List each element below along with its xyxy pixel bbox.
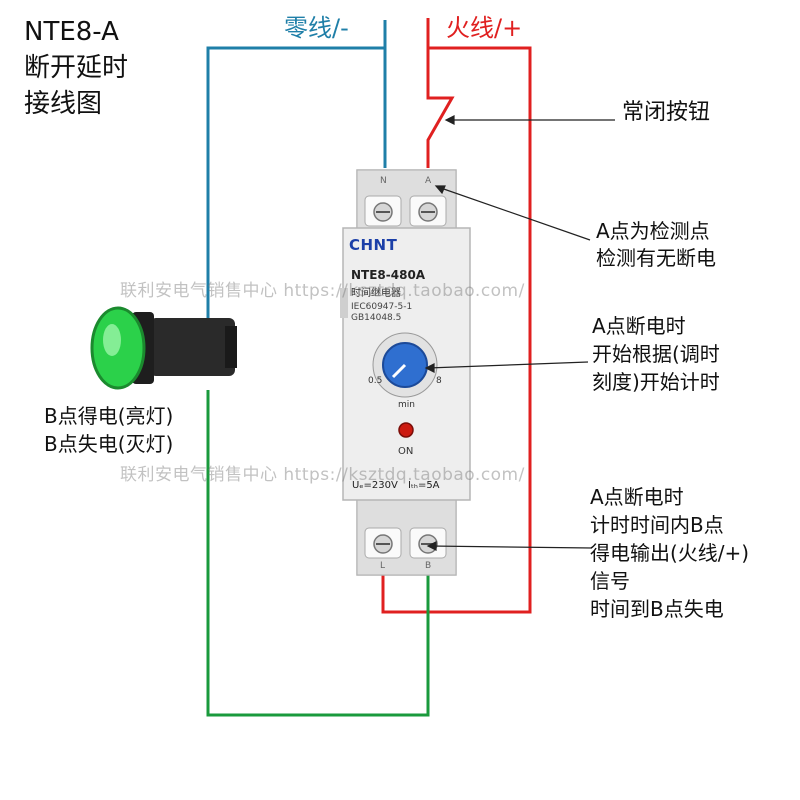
note-a-cut-line1: A点断电时 bbox=[592, 314, 686, 338]
dial-min-mark: 0.5 bbox=[368, 376, 383, 386]
terminal-b-label: B bbox=[425, 561, 432, 571]
on-label: ON bbox=[398, 446, 414, 457]
device-brand: CHNT bbox=[349, 236, 398, 254]
device-type: 时间继电器 bbox=[351, 288, 401, 299]
time-relay-device bbox=[340, 169, 471, 576]
note-a-point-line1: A点为检测点 bbox=[596, 219, 710, 243]
live-wire bbox=[381, 18, 532, 614]
terminal-a-label: A bbox=[425, 176, 432, 186]
device-model: NTE8-480A bbox=[351, 268, 426, 282]
annotation-pointers bbox=[424, 115, 615, 551]
note-b-output-line3: 得电输出(火线/+) bbox=[590, 541, 750, 565]
watermark-bottom: 联利安电气销售中心 https://ksztdq.taobao.com/ bbox=[120, 465, 525, 485]
neutral-wire-label: 零线/- bbox=[284, 14, 349, 42]
lamp-note-line2: B点失电(灭灯) bbox=[44, 432, 174, 456]
terminal-n-label: N bbox=[380, 176, 387, 186]
device-standard-2: GB14048.5 bbox=[351, 313, 402, 323]
lamp-note-line1: B点得电(亮灯) bbox=[44, 404, 174, 428]
note-b-output-line4: 信号 bbox=[590, 569, 630, 593]
note-b-output-line5: 时间到B点失电 bbox=[590, 597, 724, 621]
note-b-output-line1: A点断电时 bbox=[590, 485, 684, 509]
device-standard-1: IEC60947-5-1 bbox=[351, 302, 413, 312]
note-a-cut-line2: 开始根据(调时 bbox=[592, 342, 720, 366]
neutral-wire bbox=[206, 20, 387, 330]
diagram-title-line3: 接线图 bbox=[24, 89, 103, 119]
button-label: 常闭按钮 bbox=[622, 100, 711, 125]
diagram-title-line1: NTE8-A bbox=[24, 17, 119, 47]
note-a-cut-line3: 刻度)开始计时 bbox=[592, 370, 720, 394]
on-led bbox=[398, 422, 414, 438]
diagram-title-line2: 断开延时 bbox=[24, 53, 129, 83]
indicator-lamp bbox=[90, 306, 237, 390]
note-a-point-line2: 检测有无断电 bbox=[596, 246, 716, 270]
output-wire bbox=[206, 390, 430, 717]
dial-max-mark: 8 bbox=[436, 376, 442, 386]
note-b-output-line2: 计时时间内B点 bbox=[590, 513, 724, 537]
dial-unit: min bbox=[398, 400, 415, 410]
watermark-top: 联利安电气销售中心 https://ksztdq.taobao.com/ bbox=[120, 281, 525, 301]
rating-voltage: Uₑ=230V bbox=[352, 480, 398, 491]
terminal-l-label: L bbox=[380, 561, 386, 571]
live-wire-label: 火线/+ bbox=[446, 14, 523, 42]
rating-current: Iₜₕ=5A bbox=[408, 480, 440, 491]
